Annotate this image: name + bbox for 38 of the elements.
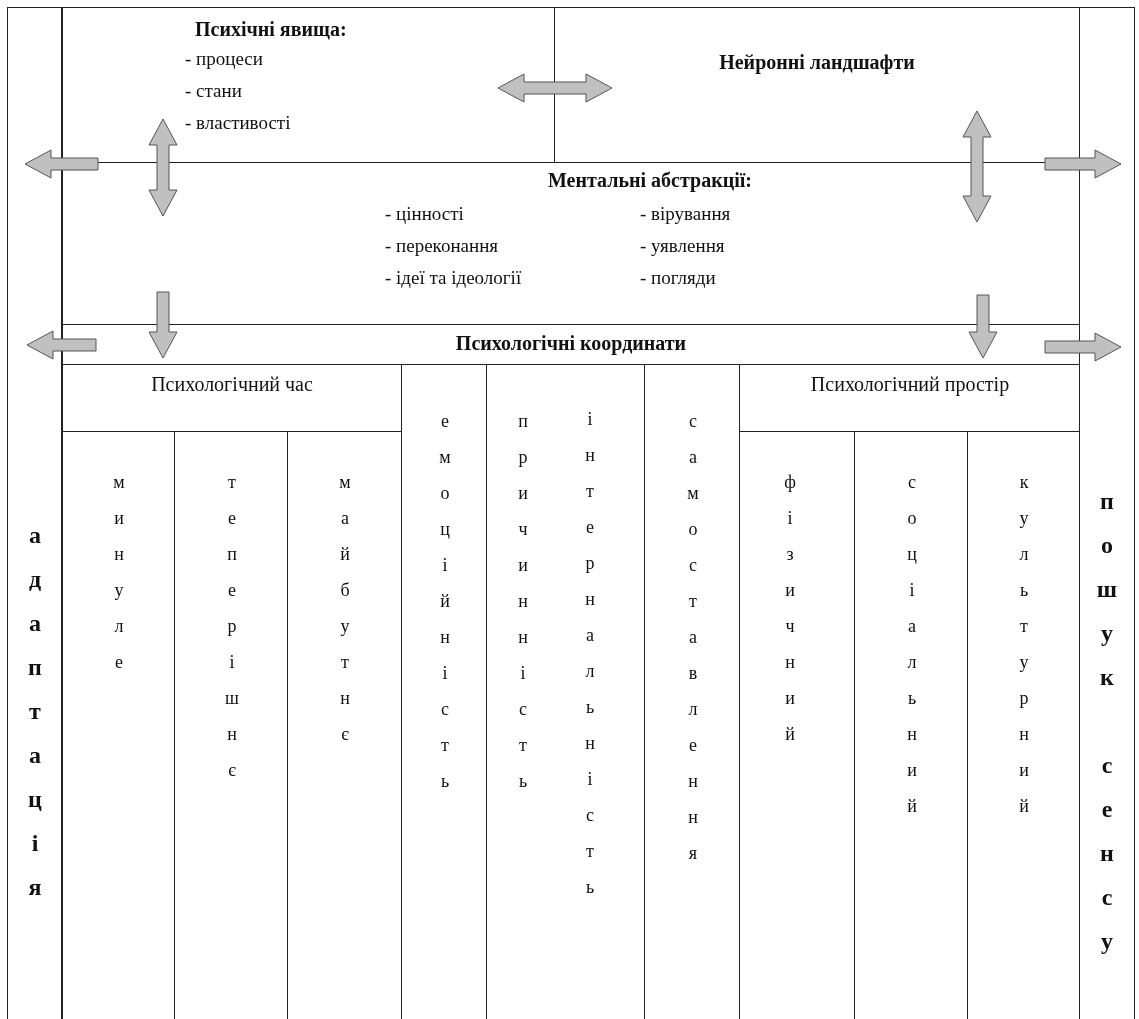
vertical-label: самоставлення bbox=[684, 411, 702, 879]
vertical-label: теперішнє bbox=[223, 472, 241, 796]
list-item: - уявлення bbox=[640, 235, 725, 257]
block-arrow bbox=[148, 291, 178, 359]
table-cell bbox=[1079, 7, 1135, 1019]
column-heading: Психологічний простір bbox=[810, 373, 1010, 396]
table-cell bbox=[7, 7, 63, 1019]
heading: Психічні явища: bbox=[195, 18, 347, 41]
list-item: - стани bbox=[185, 80, 242, 102]
vertical-label: причинність bbox=[514, 411, 532, 807]
column-heading: Психологічний час bbox=[151, 373, 313, 396]
list-item: - погляди bbox=[640, 267, 716, 289]
double-arrow bbox=[148, 118, 178, 217]
list-item: - переконання bbox=[385, 235, 499, 257]
vertical-label: адаптація bbox=[23, 522, 47, 918]
heading: Нейронні ландшафти bbox=[718, 50, 916, 76]
vertical-label: інтернальність bbox=[581, 409, 599, 913]
vertical-label: пошук сенсу bbox=[1095, 488, 1119, 972]
list-item: - вірування bbox=[640, 203, 731, 225]
heading: Психологічні координати bbox=[455, 332, 687, 355]
vertical-label: минуле bbox=[110, 472, 128, 688]
block-arrow bbox=[1044, 332, 1122, 362]
vertical-label: емоційність bbox=[436, 411, 454, 807]
vertical-label: культурний bbox=[1015, 472, 1033, 832]
list-item: - процеси bbox=[185, 48, 263, 70]
block-arrow bbox=[26, 330, 97, 360]
block-arrow bbox=[1044, 149, 1122, 179]
double-arrow bbox=[497, 73, 613, 103]
list-item: - властивості bbox=[185, 112, 291, 134]
list-item: - цінності bbox=[385, 203, 464, 225]
double-arrow bbox=[962, 110, 992, 223]
heading: Ментальні абстракції: bbox=[548, 169, 752, 192]
list-item: - ідеї та ідеології bbox=[385, 267, 522, 289]
vertical-label: фізичний bbox=[781, 472, 799, 760]
vertical-label: соціальний bbox=[903, 472, 921, 832]
block-arrow bbox=[24, 149, 99, 179]
block-arrow bbox=[968, 294, 998, 359]
vertical-label: майбутнє bbox=[336, 472, 354, 760]
